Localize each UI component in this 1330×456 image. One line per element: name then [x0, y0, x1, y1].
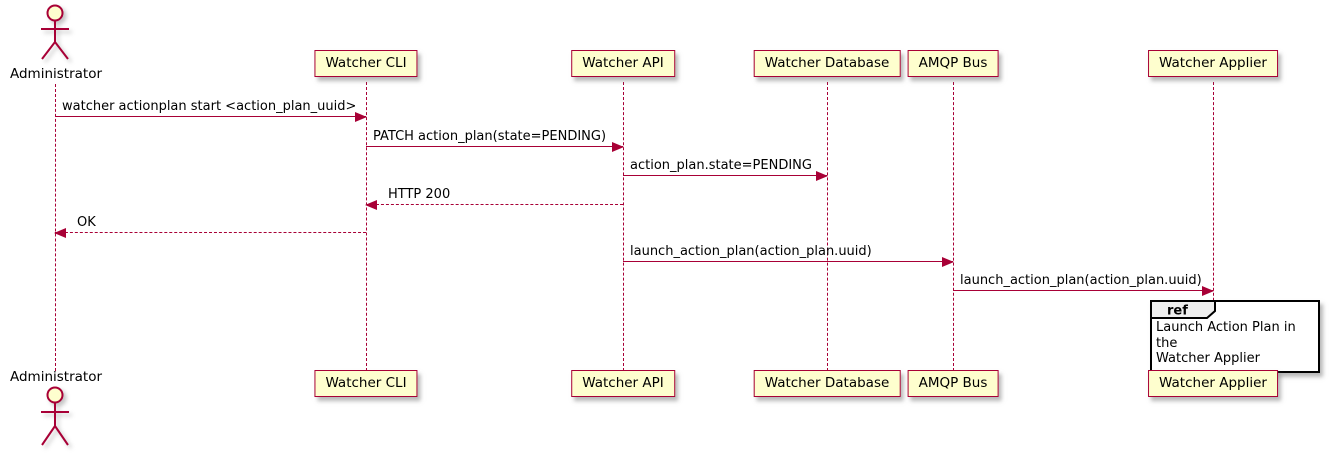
ref-keyword-tab-icon: ref	[1151, 301, 1216, 319]
message-1: watcher actionplan start <action_plan_uu…	[55, 97, 367, 122]
participant-watcher-api-bottom: Watcher API	[571, 370, 675, 397]
arrowhead-right-icon	[612, 142, 624, 152]
participant-watcher-api-top: Watcher API	[571, 50, 675, 77]
message-6: launch_action_plan(action_plan.uuid)	[623, 242, 954, 267]
message-label: watcher actionplan start <action_plan_uu…	[62, 99, 357, 114]
message-7: launch_action_plan(action_plan.uuid)	[953, 271, 1214, 296]
participant-watcher-applier-top: Watcher Applier	[1148, 50, 1278, 77]
message-line	[366, 204, 623, 205]
message-5: OK	[54, 213, 366, 238]
arrowhead-left-icon	[365, 200, 377, 210]
ref-text-line: Watcher Applier	[1156, 351, 1260, 366]
message-4: HTTP 200	[365, 185, 623, 210]
message-line	[55, 232, 366, 233]
participant-amqp-bus-bottom: AMQP Bus	[907, 370, 999, 397]
lifeline-watcher-database	[826, 82, 828, 371]
message-3: action_plan.state=PENDING	[623, 156, 828, 181]
arrowhead-left-icon	[54, 228, 66, 238]
ref-text-line: Launch Action Plan in the	[1156, 320, 1296, 351]
lifeline-watcher-applier	[1212, 82, 1214, 371]
arrowhead-right-icon	[942, 257, 954, 267]
message-label: launch_action_plan(action_plan.uuid)	[960, 273, 1202, 288]
lifeline-watcher-api	[622, 82, 624, 371]
message-line	[366, 146, 623, 147]
lifeline-administrator	[54, 84, 56, 371]
actor-administrator-label-top: Administrator	[9, 66, 103, 82]
message-2: PATCH action_plan(state=PENDING)	[366, 127, 624, 152]
message-label: launch_action_plan(action_plan.uuid)	[630, 244, 872, 259]
message-line	[55, 116, 366, 117]
arrowhead-right-icon	[816, 171, 828, 181]
lifeline-watcher-cli	[365, 82, 367, 371]
arrowhead-right-icon	[1202, 286, 1214, 296]
ref-text: Launch Action Plan in the Watcher Applie…	[1152, 319, 1318, 371]
message-line	[953, 290, 1213, 291]
message-line	[623, 175, 827, 176]
message-label: action_plan.state=PENDING	[630, 158, 812, 173]
ref-fragment: ref Launch Action Plan in the Watcher Ap…	[1150, 300, 1320, 373]
participant-watcher-cli-bottom: Watcher CLI	[314, 370, 418, 397]
participant-watcher-database-bottom: Watcher Database	[753, 370, 901, 397]
ref-keyword: ref	[1167, 304, 1188, 319]
participant-watcher-applier-bottom: Watcher Applier	[1148, 370, 1278, 397]
participant-amqp-bus-top: AMQP Bus	[907, 50, 999, 77]
message-label: OK	[77, 215, 96, 230]
actor-administrator-label-bottom: Administrator	[9, 369, 103, 385]
message-label: HTTP 200	[388, 187, 451, 202]
message-label: PATCH action_plan(state=PENDING)	[373, 129, 607, 144]
lifeline-amqp-bus	[952, 82, 954, 371]
participant-watcher-database-top: Watcher Database	[753, 50, 901, 77]
actor-administrator-icon-bottom	[41, 386, 69, 446]
participant-watcher-cli-top: Watcher CLI	[314, 50, 418, 77]
arrowhead-right-icon	[355, 112, 367, 122]
message-line	[623, 261, 953, 262]
actor-administrator-icon	[41, 4, 69, 60]
